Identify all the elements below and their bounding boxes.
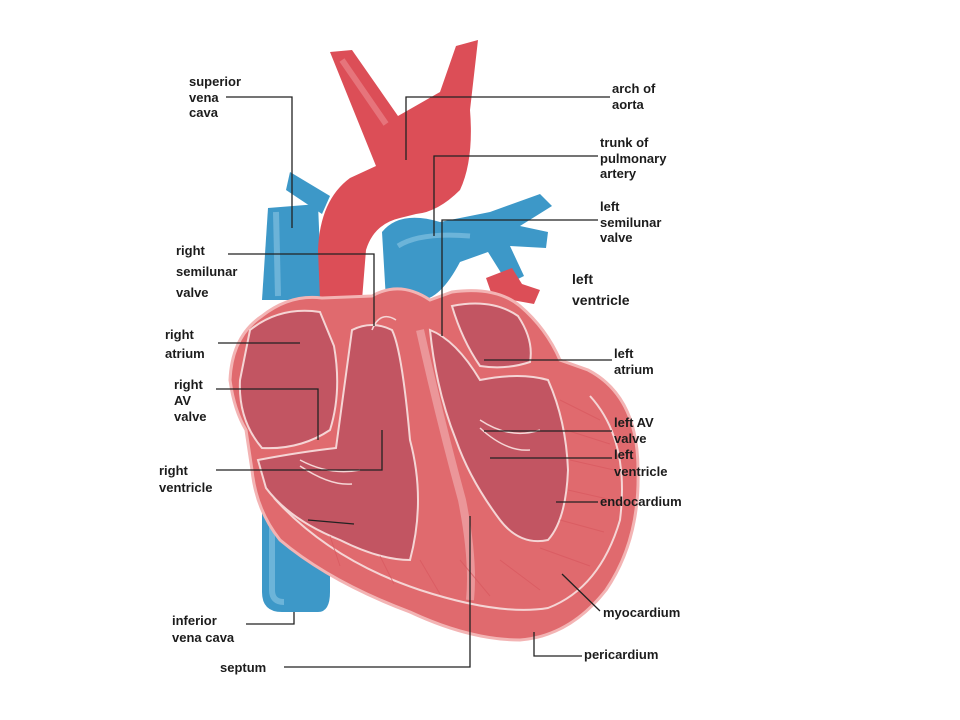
heart-muscle-striations <box>329 399 615 597</box>
label-septum: septum <box>220 660 267 675</box>
label-right-ventricle: right ventricle <box>159 463 213 495</box>
leader-right-ventricle-lower <box>307 519 355 525</box>
leader-myocardium <box>561 573 601 612</box>
label-superior-vena-cava: superior vena cava <box>189 74 242 120</box>
label-trunk-pulmonary-artery: trunk of pulmonary artery <box>600 135 667 181</box>
label-left-ventricle-top: left ventricle <box>572 271 630 308</box>
label-right-semilunar-valve: right semilunar valve <box>176 243 238 300</box>
leader-right-av-valve <box>216 388 319 440</box>
label-endocardium: endocardium <box>600 494 682 509</box>
left-ventricle-chamber <box>428 328 570 542</box>
label-left-ventricle: left ventricle <box>614 447 668 479</box>
leader-right-ventricle <box>216 430 383 471</box>
leader-lines <box>216 96 612 668</box>
left-atrium-chamber <box>450 302 532 369</box>
label-right-av-valve: right AV valve <box>174 377 207 424</box>
label-inferior-vena-cava: inferior vena cava <box>172 613 235 645</box>
septum-wall <box>416 329 475 601</box>
right-atrium-chamber <box>238 309 339 450</box>
right-ventricle-chamber <box>256 324 419 562</box>
leader-trunk-pulmonary-artery <box>433 155 598 236</box>
aorta <box>318 40 478 300</box>
leader-superior-vena-cava <box>226 96 293 228</box>
label-pericardium: pericardium <box>584 647 659 662</box>
leader-arch-of-aorta <box>405 96 610 160</box>
label-right-atrium: right atrium <box>165 327 205 361</box>
pulmonary-veins-left <box>286 172 330 214</box>
label-myocardium: myocardium <box>603 605 681 620</box>
label-left-av-valve: left AV valve <box>614 415 654 446</box>
label-arch-of-aorta: arch of aorta <box>612 81 656 112</box>
label-left-semilunar-valve: left semilunar valve <box>600 199 662 245</box>
leader-pericardium <box>533 632 582 657</box>
leader-inferior-vena-cava <box>246 612 295 625</box>
endocardium-line <box>273 395 623 611</box>
label-left-atrium: left atrium <box>614 346 654 377</box>
leader-left-semilunar-valve <box>441 219 598 336</box>
leader-septum <box>284 516 471 668</box>
leader-right-semilunar-valve <box>228 253 375 326</box>
